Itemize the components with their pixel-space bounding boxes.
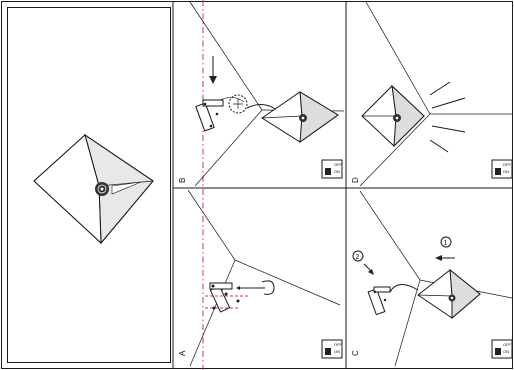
svg-text:OFF: OFF: [334, 342, 343, 347]
switch-icon-d: OFF ON: [491, 159, 513, 179]
panel-c-label: C: [351, 350, 360, 356]
panel-b-label: B: [178, 178, 187, 183]
panel-a: OFF ON A: [178, 189, 343, 367]
switch-icon-b: OFF ON: [321, 159, 343, 179]
mounting-bracket-c: [367, 284, 419, 316]
light-rays-icon: [429, 81, 466, 153]
step-2-marker: 2: [352, 250, 374, 275]
down-arrow: [209, 56, 217, 84]
lamp-cube-b: [261, 91, 339, 144]
svg-text:2: 2: [356, 254, 360, 261]
panel-b: OFF ON B: [178, 1, 345, 187]
svg-text:ON: ON: [503, 349, 509, 354]
svg-text:OFF: OFF: [503, 162, 512, 167]
switch-icon-a: OFF ON: [321, 339, 343, 359]
lamp-overview: [33, 133, 154, 245]
panel-c: 1 2 OFF ON: [351, 190, 513, 367]
panel-d: OFF ON D: [351, 1, 513, 187]
mounting-bracket: [205, 282, 248, 313]
svg-text:ON: ON: [503, 169, 509, 174]
lamp-cube-c: [417, 268, 481, 320]
svg-text:1: 1: [444, 240, 448, 247]
lamp-cube-d: [361, 84, 425, 148]
step-1-marker: 1: [435, 236, 455, 261]
svg-text:OFF: OFF: [503, 342, 512, 347]
connector-detail: [228, 94, 278, 114]
svg-text:OFF: OFF: [334, 162, 343, 167]
panel-a-label: A: [178, 350, 187, 356]
mounting-bracket-b: [195, 97, 245, 132]
panel-d-label: D: [351, 177, 360, 183]
switch-icon-c: OFF ON: [491, 339, 513, 359]
drill-icon: [236, 280, 275, 295]
svg-text:ON: ON: [334, 169, 340, 174]
svg-text:ON: ON: [334, 349, 340, 354]
